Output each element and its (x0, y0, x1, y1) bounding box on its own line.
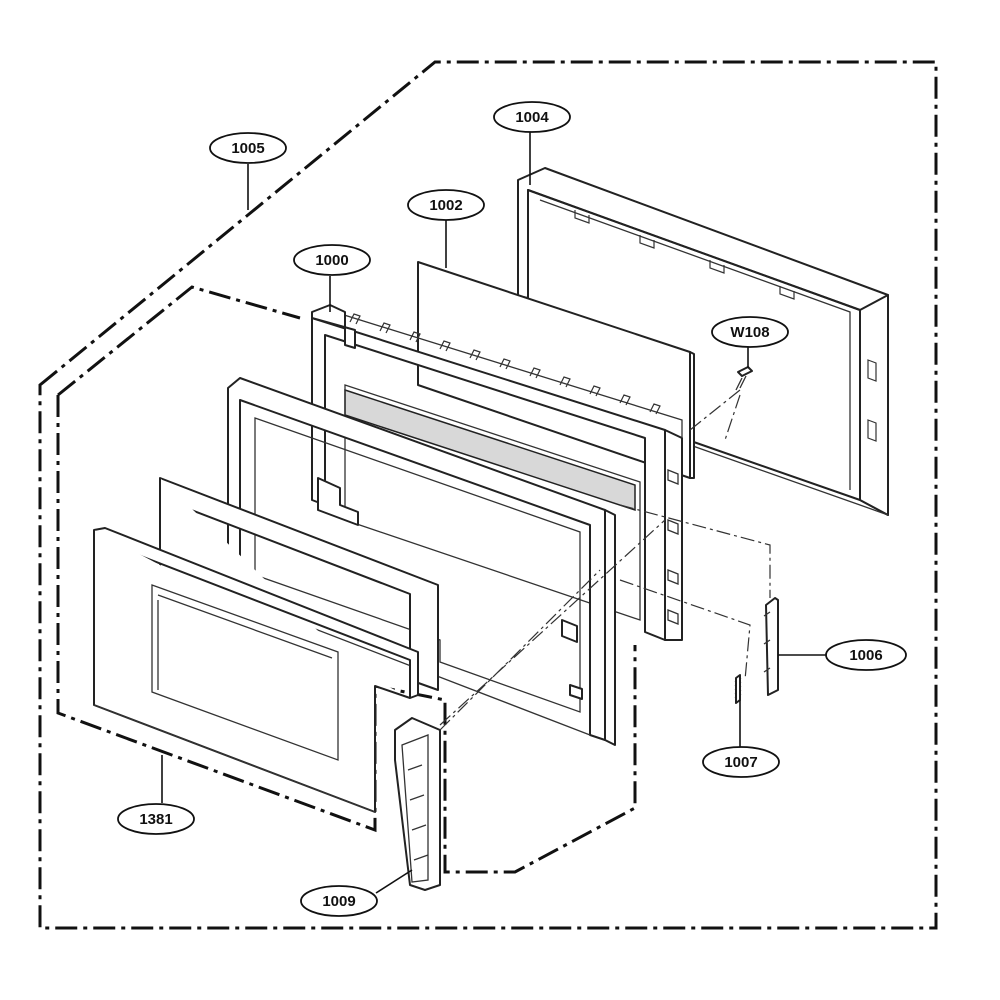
part-1381-front-door (93, 527, 419, 813)
callout-1381: 1381 (117, 803, 195, 835)
assembly-guide-lines (439, 389, 771, 731)
part-1009-handle (394, 717, 441, 891)
callout-label: 1002 (429, 197, 462, 214)
callout-label: 1007 (724, 754, 757, 771)
callout-1006: 1006 (825, 639, 907, 671)
part-1007-spring (734, 674, 742, 704)
callout-1005: 1005 (209, 132, 287, 164)
callout-1002: 1002 (407, 189, 485, 221)
callout-1009: 1009 (300, 885, 378, 917)
callout-1007: 1007 (702, 746, 780, 778)
callout-label: 1381 (139, 811, 172, 828)
callout-label: 1005 (231, 140, 264, 157)
callout-W108: W108 (711, 316, 789, 348)
callout-label: 1000 (315, 252, 348, 269)
assembly-boundary-1005 (38, 60, 938, 930)
callout-label: 1004 (515, 109, 549, 126)
leader-1009 (375, 869, 413, 894)
callout-label: 1009 (322, 893, 355, 910)
part-1000-inner-panel (311, 304, 683, 641)
callout-1000: 1000 (293, 244, 371, 276)
part-1006-latch (763, 597, 779, 696)
part-W108-screw (735, 366, 753, 391)
callout-1004: 1004 (493, 101, 571, 133)
part-1004-rear-frame (517, 167, 889, 516)
callout-label: 1006 (849, 647, 882, 664)
callout-label: W108 (730, 324, 769, 341)
assembly-boundary-1381 (56, 285, 637, 874)
